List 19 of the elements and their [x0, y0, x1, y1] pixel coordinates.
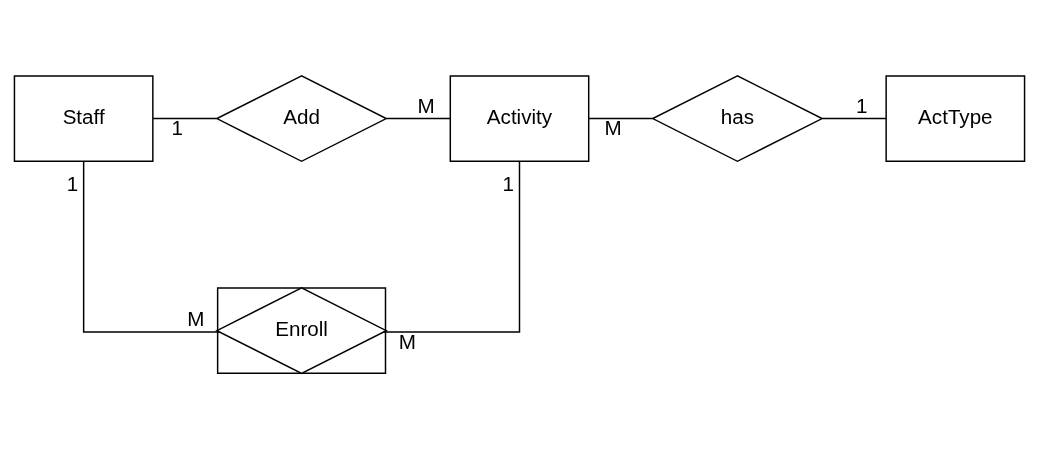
label: 1: [171, 116, 183, 140]
node-diamond: Add: [215, 75, 388, 163]
node-box: Activity: [449, 75, 590, 163]
label: M: [187, 307, 205, 331]
connector: [152, 117, 218, 120]
node-diamond: has: [651, 75, 824, 163]
label: M: [604, 116, 622, 140]
connector: [385, 117, 451, 120]
node-box: ActType: [885, 75, 1026, 163]
label: 1: [502, 172, 515, 196]
label: M: [398, 329, 416, 353]
node-box: Staff: [13, 75, 154, 163]
label: 1: [856, 93, 868, 117]
label: M: [417, 93, 435, 117]
connector: [82, 161, 221, 333]
connector: [588, 117, 654, 120]
connector: [382, 161, 521, 333]
label: 1: [66, 172, 79, 196]
connector: [821, 117, 887, 120]
